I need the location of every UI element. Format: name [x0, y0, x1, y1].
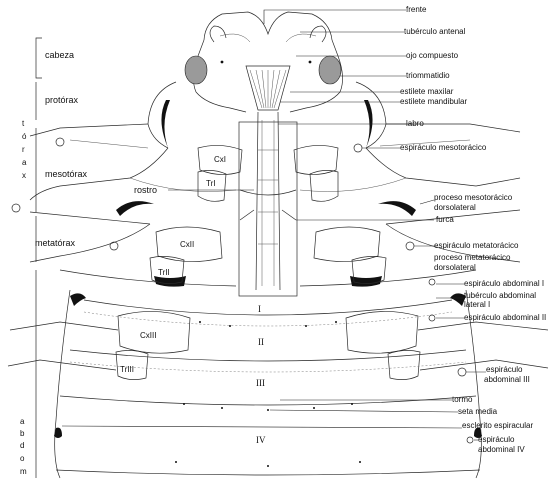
- svg-text:tubérculo antenal: tubérculo antenal: [404, 27, 466, 36]
- compound-eye-right: [318, 55, 342, 85]
- segment-i: I: [258, 304, 261, 314]
- svg-text:espiráculo abdominal II: espiráculo abdominal II: [464, 313, 546, 322]
- svg-text:proceso metatorácico: proceso metatorácico: [434, 253, 511, 262]
- svg-text:abdominal IV: abdominal IV: [478, 445, 525, 454]
- label-cxi: CxI: [214, 155, 226, 164]
- svg-text:proceso mesotorácico: proceso mesotorácico: [434, 193, 513, 202]
- svg-text:dorsolateral: dorsolateral: [434, 263, 476, 272]
- setae: [175, 321, 361, 467]
- svg-text:a: a: [20, 417, 25, 426]
- svg-text:dorsolateral: dorsolateral: [434, 203, 476, 212]
- svg-text:b: b: [20, 429, 25, 438]
- svg-text:o: o: [20, 454, 25, 463]
- svg-text:espiráculo: espiráculo: [486, 365, 523, 374]
- segment-ii: II: [258, 337, 264, 347]
- svg-text:t: t: [22, 119, 25, 128]
- svg-text:seta media: seta media: [458, 407, 498, 416]
- region-brackets: [35, 37, 42, 478]
- svg-text:r: r: [22, 145, 25, 154]
- abdomen: [54, 289, 482, 479]
- svg-text:espiráculo mesotorácico: espiráculo mesotorácico: [400, 143, 487, 152]
- label-cxiii: CxIII: [140, 331, 156, 340]
- label-triii: TrIII: [120, 365, 134, 374]
- region-cabeza: cabeza: [45, 50, 74, 60]
- mesothorax: [29, 147, 521, 225]
- svg-text:labro: labro: [406, 119, 424, 128]
- svg-text:espiráculo abdominal I: espiráculo abdominal I: [464, 279, 544, 288]
- legs: [7, 145, 549, 380]
- svg-text:frente: frente: [406, 5, 427, 14]
- svg-text:x: x: [22, 171, 26, 180]
- region-metatorax: metatórax: [35, 238, 76, 248]
- svg-text:estilete maxilar: estilete maxilar: [400, 87, 454, 96]
- abdomen-vertical-label: a b d o m: [20, 417, 27, 476]
- svg-text:lateral I: lateral I: [464, 300, 490, 309]
- svg-text:furca: furca: [436, 215, 454, 224]
- svg-text:tubérculo abdominal: tubérculo abdominal: [464, 291, 536, 300]
- svg-text:triommatidio: triommatidio: [406, 71, 450, 80]
- label-rostro: rostro: [134, 185, 157, 195]
- compound-eye-left: [184, 55, 208, 85]
- head: [193, 11, 343, 113]
- svg-text:abdominal III: abdominal III: [484, 375, 530, 384]
- svg-text:a: a: [22, 158, 27, 167]
- right-labels: frente tubérculo antenal ojo compuesto t…: [61, 5, 546, 454]
- svg-text:d: d: [20, 441, 24, 450]
- svg-text:ó: ó: [22, 132, 27, 141]
- prothorax: [29, 81, 521, 149]
- segment-iv: IV: [256, 435, 266, 445]
- svg-text:estilete mandibular: estilete mandibular: [400, 97, 467, 106]
- label-cxii: CxII: [180, 240, 194, 249]
- rostrum: [238, 111, 298, 297]
- region-mesotorax: mesotórax: [45, 169, 88, 179]
- svg-text:ojo compuesto: ojo compuesto: [406, 51, 459, 60]
- svg-text:espiráculo: espiráculo: [478, 435, 515, 444]
- label-trii: TrII: [158, 268, 170, 277]
- torax-vertical-label: t ó r a x: [22, 119, 27, 180]
- svg-text:espiráculo metatorácico: espiráculo metatorácico: [434, 241, 519, 250]
- region-protorax: protórax: [45, 95, 79, 105]
- segment-iii: III: [256, 378, 265, 388]
- metathorax: [29, 223, 521, 287]
- svg-text:m: m: [20, 467, 27, 476]
- label-tri: TrI: [206, 179, 215, 188]
- svg-text:tormo: tormo: [452, 395, 473, 404]
- svg-text:esclerito espiracular: esclerito espiracular: [462, 421, 533, 430]
